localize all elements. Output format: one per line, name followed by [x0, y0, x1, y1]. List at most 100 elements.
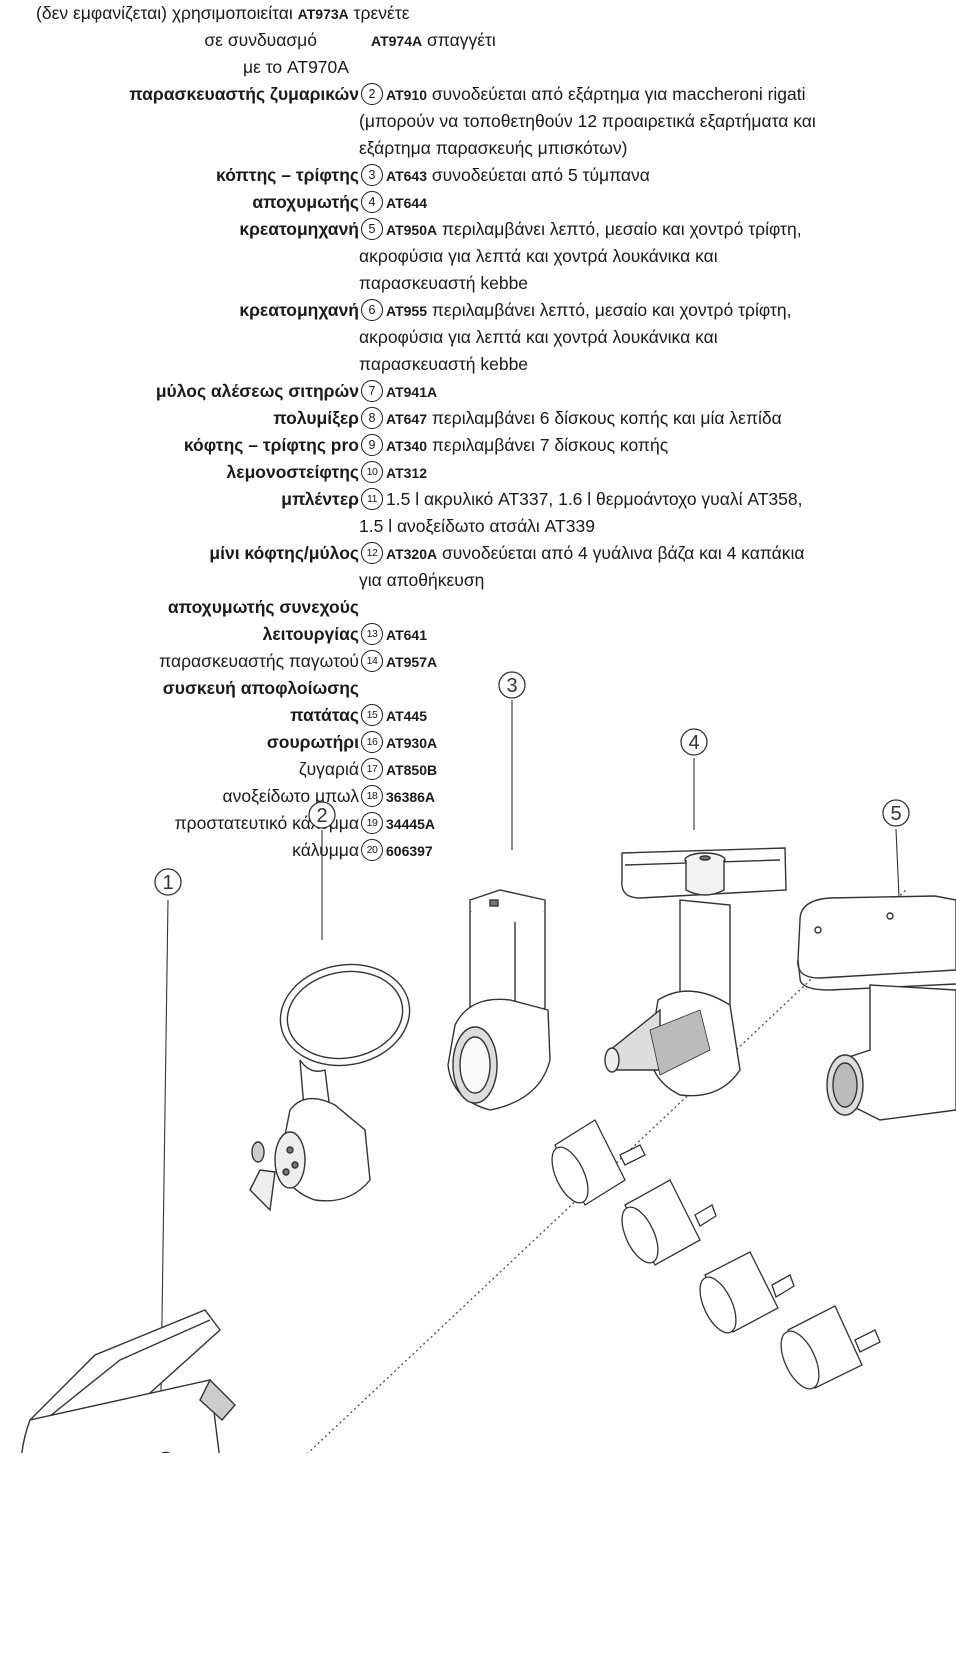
item-number-circle: 7: [361, 379, 383, 402]
header-line-2-suffix: σπαγγέτι: [426, 30, 496, 50]
item-number-circle: 12: [361, 541, 383, 564]
item-desc-text: περιλαμβάνει λεπτό, μεσαίο και χοντρό τρ…: [431, 300, 792, 320]
item-desc-text: περιλαμβάνει 6 δίσκους κοπής και μία λεπ…: [431, 408, 782, 428]
item-number-circle: 11: [361, 487, 383, 510]
item-desc-continuation: εξάρτημα παρασκευής μπισκότων): [359, 138, 628, 158]
header-line-3: με το AT970A: [243, 54, 349, 81]
item-13-label-pre: αποχυμωτής συνεχούς: [0, 594, 956, 621]
item-description: AT320A συνοδεύεται από 4 γυάλινα βάζα κα…: [386, 540, 805, 568]
item-code: AT643: [386, 168, 427, 184]
item-number-wrap: 17: [359, 756, 385, 783]
item-label: λεμονοστείφτης: [226, 462, 359, 482]
callout-circle: [308, 801, 336, 829]
item-number-wrap: 20: [359, 837, 385, 864]
item-description: AT647 περιλαμβάνει 6 δίσκους κοπής και μ…: [386, 405, 782, 433]
item-label: ανοξείδωτο μπωλ: [222, 786, 359, 806]
item-code: AT644: [386, 195, 427, 211]
item-number-wrap: 2: [359, 81, 385, 108]
item-description: AT941A: [386, 378, 437, 406]
item-desc-continuation: 1.5 l ανοξείδωτο ατσάλι AT339: [359, 516, 595, 536]
item-code: AT312: [386, 465, 427, 481]
item-15-label-pre: συσκευή αποφλοίωσης: [0, 675, 956, 702]
item-label-pre-text: αποχυμωτής συνεχούς: [167, 597, 359, 617]
item-number-circle: 10: [361, 460, 383, 483]
item-code: AT950A: [386, 222, 438, 238]
item-description: AT643 συνοδεύεται από 5 τύμπανα: [386, 162, 650, 190]
item-number-circle: 18: [361, 784, 383, 807]
item-desc-continuation: (μπορούν να τοποθετηθούν 12 προαιρετικά …: [359, 111, 816, 131]
item-description: AT910 συνοδεύεται από εξάρτημα για macch…: [386, 81, 806, 109]
item-description: AT641: [386, 621, 427, 649]
item-number-wrap: 18: [359, 783, 385, 810]
callout-5: 5: [882, 799, 910, 827]
item-description: AT957A: [386, 648, 437, 676]
item-label: κρεατομηχανή: [239, 300, 359, 320]
item-number-wrap: 6: [359, 297, 385, 324]
callout-number: 5: [890, 803, 901, 825]
item-code: AT340: [386, 438, 427, 454]
item-number-circle: 2: [361, 82, 383, 105]
item-label: κάλυμμα: [292, 840, 359, 860]
item-number-circle: 14: [361, 649, 383, 672]
item-number-circle: 16: [361, 730, 383, 753]
item-number-circle: 9: [361, 433, 383, 456]
item-number-wrap: 11: [359, 486, 385, 513]
item-number-circle: 17: [361, 757, 383, 780]
header-line-2-label: σε συνδυασμό: [204, 30, 317, 50]
item-desc-continuation: παρασκευαστή kebbe: [359, 354, 529, 374]
item-label: κρεατομηχανή: [239, 219, 359, 239]
header-line-1: (δεν εμφανίζεται) χρησιμοποιείται AT973A…: [36, 0, 410, 27]
item-6-continuation: ακροφύσια για λεπτά και χοντρά λουκάνικα…: [0, 324, 956, 351]
item-code: AT930A: [386, 735, 438, 751]
item-number-wrap: 14: [359, 648, 385, 675]
item-code: AT445: [386, 708, 427, 724]
item-code: AT320A: [386, 546, 438, 562]
slicer-drum-4: [780, 1305, 881, 1390]
item-description: AT850B: [386, 756, 437, 784]
callout-number: 1: [162, 872, 173, 894]
header-line-1-prefix: (δεν εμφανίζεται) χρησιμοποιείται: [36, 3, 293, 23]
item-code: AT957A: [386, 654, 438, 670]
item-2-continuation: εξάρτημα παρασκευής μπισκότων): [0, 135, 956, 162]
item-number-circle: 19: [361, 811, 383, 834]
item-label: κόπτης – τρίφτης: [216, 165, 359, 185]
item-code: 34445A: [386, 816, 436, 832]
item-label: ζυγαριά: [298, 759, 359, 779]
item-number-wrap: 15: [359, 702, 385, 729]
item-number-circle: 3: [361, 163, 383, 186]
slicer-shredder-attachment: [447, 889, 551, 1111]
parts-list: (δεν εμφανίζεται) χρησιμοποιείται AT973A…: [0, 0, 956, 864]
item-code: AT850B: [386, 762, 438, 778]
item-number-wrap: 3: [359, 162, 385, 189]
callout-circle: [680, 728, 708, 756]
item-code: AT955: [386, 303, 427, 319]
item-number-circle: 5: [361, 217, 383, 240]
item-code: 606397: [386, 843, 433, 859]
item-description: AT950A περιλαμβάνει λεπτό, μεσαίο και χο…: [386, 216, 802, 244]
item-description: 36386A: [386, 783, 435, 811]
item-number-circle: 6: [361, 298, 383, 321]
item-description: AT955 περιλαμβάνει λεπτό, μεσαίο και χον…: [386, 297, 791, 325]
item-description: AT445: [386, 702, 427, 730]
item-number-circle: 15: [361, 703, 383, 726]
item-number-circle: 13: [361, 622, 383, 645]
item-desc-continuation: ακροφύσια για λεπτά και χοντρά λουκάνικα…: [359, 246, 718, 266]
item-number-circle: 4: [361, 190, 383, 213]
item-number-wrap: 13: [359, 621, 385, 648]
callout-number: 4: [688, 732, 699, 754]
item-description: AT644: [386, 189, 427, 217]
item-number-wrap: 4: [359, 189, 385, 216]
